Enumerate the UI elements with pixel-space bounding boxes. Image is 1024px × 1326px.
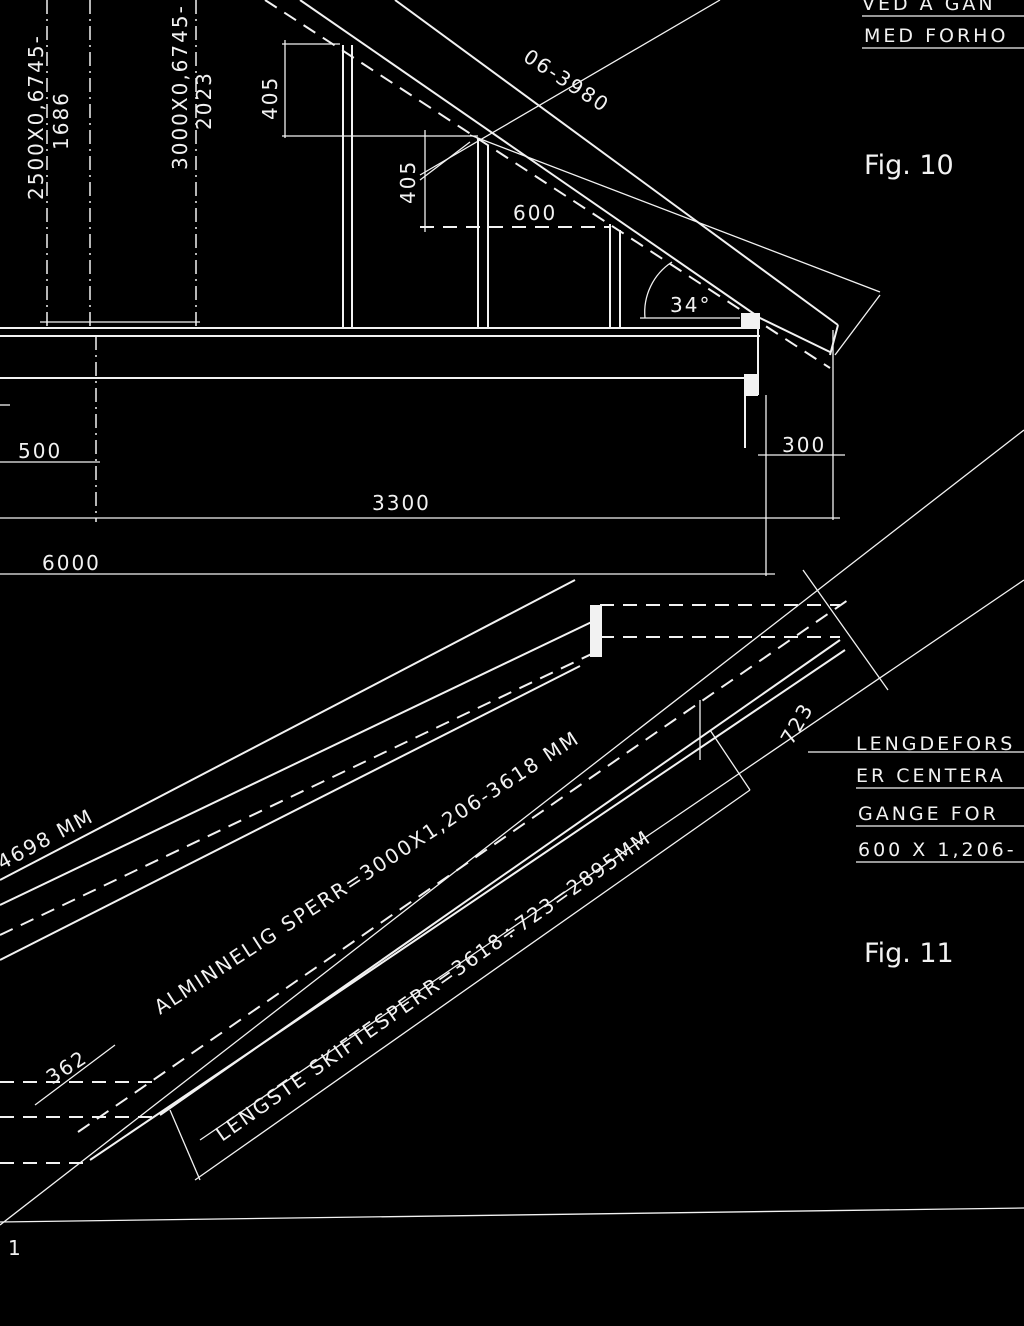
dim-end-cut	[802, 569, 889, 691]
dim-4698-label: 4698 MM	[0, 804, 98, 875]
baseline	[0, 1207, 1024, 1223]
right-note-line-1: LENGDEFORS	[856, 733, 1015, 755]
dim-3000-label: 3000X0,6745-	[168, 4, 192, 170]
right-column-text: VED Å GAN MED FORHO Fig. 10 Fig. 11 LENG…	[856, 0, 1024, 969]
dim-1686-label: 1686	[49, 91, 73, 150]
dim-300-label: 300	[782, 433, 826, 457]
fig10-roof-section	[0, 0, 881, 576]
diagonal-long-1	[0, 429, 1024, 1226]
dim-rafter-top-label: 06-3980	[519, 44, 614, 117]
jack-rafter-label: LENGSTE SKIFTESPERR=3618÷723=2895MM	[211, 825, 655, 1146]
fig10-labels: 06-3980 2500X0,6745- 1686 3000X0,6745- 2…	[18, 4, 826, 575]
top-note-line-1: VED Å GAN	[862, 0, 996, 15]
rafter-a-center	[0, 649, 601, 936]
dim-3300-label: 3300	[372, 491, 431, 515]
dim-6000-label: 6000	[42, 551, 101, 575]
rafter-b-center	[77, 599, 849, 1133]
fig11-labels: 4698 MM ALMINNELIG SPERR=3000X1,206-3618…	[0, 698, 818, 1260]
rafter-label: ALMINNELIG SPERR=3000X1,206-3618 MM	[150, 726, 584, 1020]
dim-2500-label: 2500X0,6745-	[24, 34, 48, 200]
fig11-caption: Fig. 11	[864, 938, 954, 969]
dim-362-line	[34, 1044, 116, 1106]
dim-jack-line	[194, 789, 751, 1181]
rafter-a-edge	[0, 579, 576, 881]
step-arrow	[419, 141, 471, 181]
dim-2023-label: 2023	[192, 71, 216, 130]
rafter-underside-line	[299, 0, 761, 319]
rafter-a-top	[0, 617, 601, 906]
corner-mark: 1	[8, 1236, 23, 1260]
right-note-line-4: 600 X 1,206-	[858, 839, 1017, 861]
dim-500-label: 500	[18, 439, 62, 463]
fig10-caption: Fig. 10	[864, 150, 954, 181]
right-note-line-2: ER CENTERA	[856, 765, 1006, 787]
rafter-centerline	[264, 0, 831, 369]
top-note-line-2: MED FORHO	[864, 25, 1008, 47]
beam-end-hatch	[744, 374, 758, 396]
angle-label: 34°	[670, 293, 711, 317]
diagonal-long-2	[199, 579, 1024, 1141]
dim-405-a-label: 405	[258, 76, 282, 120]
dim-723-tick	[709, 729, 751, 791]
construction-line	[419, 0, 721, 176]
rafter-dim-end	[834, 294, 881, 356]
rafter-b-bottom	[89, 649, 846, 1161]
wall-plate-hatch	[741, 313, 760, 327]
right-note-line-3: GANGE FOR	[858, 803, 999, 825]
dim-jack-tick	[169, 1109, 201, 1181]
rafter-tail-cut	[829, 324, 839, 356]
dim-405-b-label: 405	[396, 160, 420, 204]
fig11-rafter-plan	[0, 429, 1024, 1226]
rafter-tail	[759, 317, 831, 353]
rafter-a-hatch	[590, 605, 602, 657]
rafter-dim-line	[469, 134, 881, 293]
angle-arc	[644, 261, 673, 319]
rafter-top-line	[394, 0, 839, 326]
rafter-a-bottom	[0, 665, 581, 961]
dim-600-label: 600	[513, 201, 557, 225]
